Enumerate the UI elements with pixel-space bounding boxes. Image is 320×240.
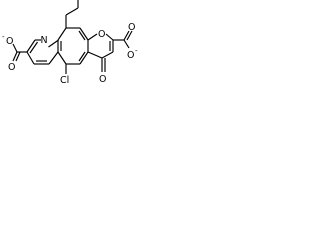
bond [48, 51, 59, 65]
atom-label-ring-oxygen: O [98, 29, 105, 40]
bond [65, 7, 79, 16]
bond [126, 30, 133, 41]
charge-left: - [2, 33, 5, 41]
bond [105, 33, 114, 41]
bond [78, 51, 86, 62]
atom-label-right-upper-oxygen: O [128, 22, 135, 33]
atom-label-nitrogen: N [41, 35, 48, 46]
atom-label-left-lower-oxygen: O [8, 62, 15, 73]
bond [15, 51, 21, 62]
bond [29, 41, 38, 54]
atom-label-left-upper-oxygen: O [6, 36, 13, 47]
bond [101, 51, 114, 59]
bond [123, 39, 130, 49]
bond [87, 51, 103, 59]
bond [12, 51, 18, 62]
molecule-structure: N O O Cl O O O O - - [0, 0, 189, 116]
atom-label-carbonyl-oxygen: O [99, 74, 106, 85]
molecule-svg: N O O Cl O O O O - - [2, 0, 138, 86]
bond [87, 33, 98, 41]
bond [26, 39, 36, 53]
atom-label-right-lower-oxygen: O [127, 50, 134, 61]
bond [79, 27, 89, 41]
atom-label-chlorine: Cl [60, 75, 69, 86]
bond [57, 27, 67, 41]
bond [123, 30, 130, 41]
bond [78, 30, 86, 41]
charge-right: - [135, 47, 138, 55]
bond [79, 51, 89, 65]
bond [26, 51, 35, 65]
bond [57, 51, 67, 65]
bond [48, 39, 59, 48]
bond [12, 43, 18, 53]
